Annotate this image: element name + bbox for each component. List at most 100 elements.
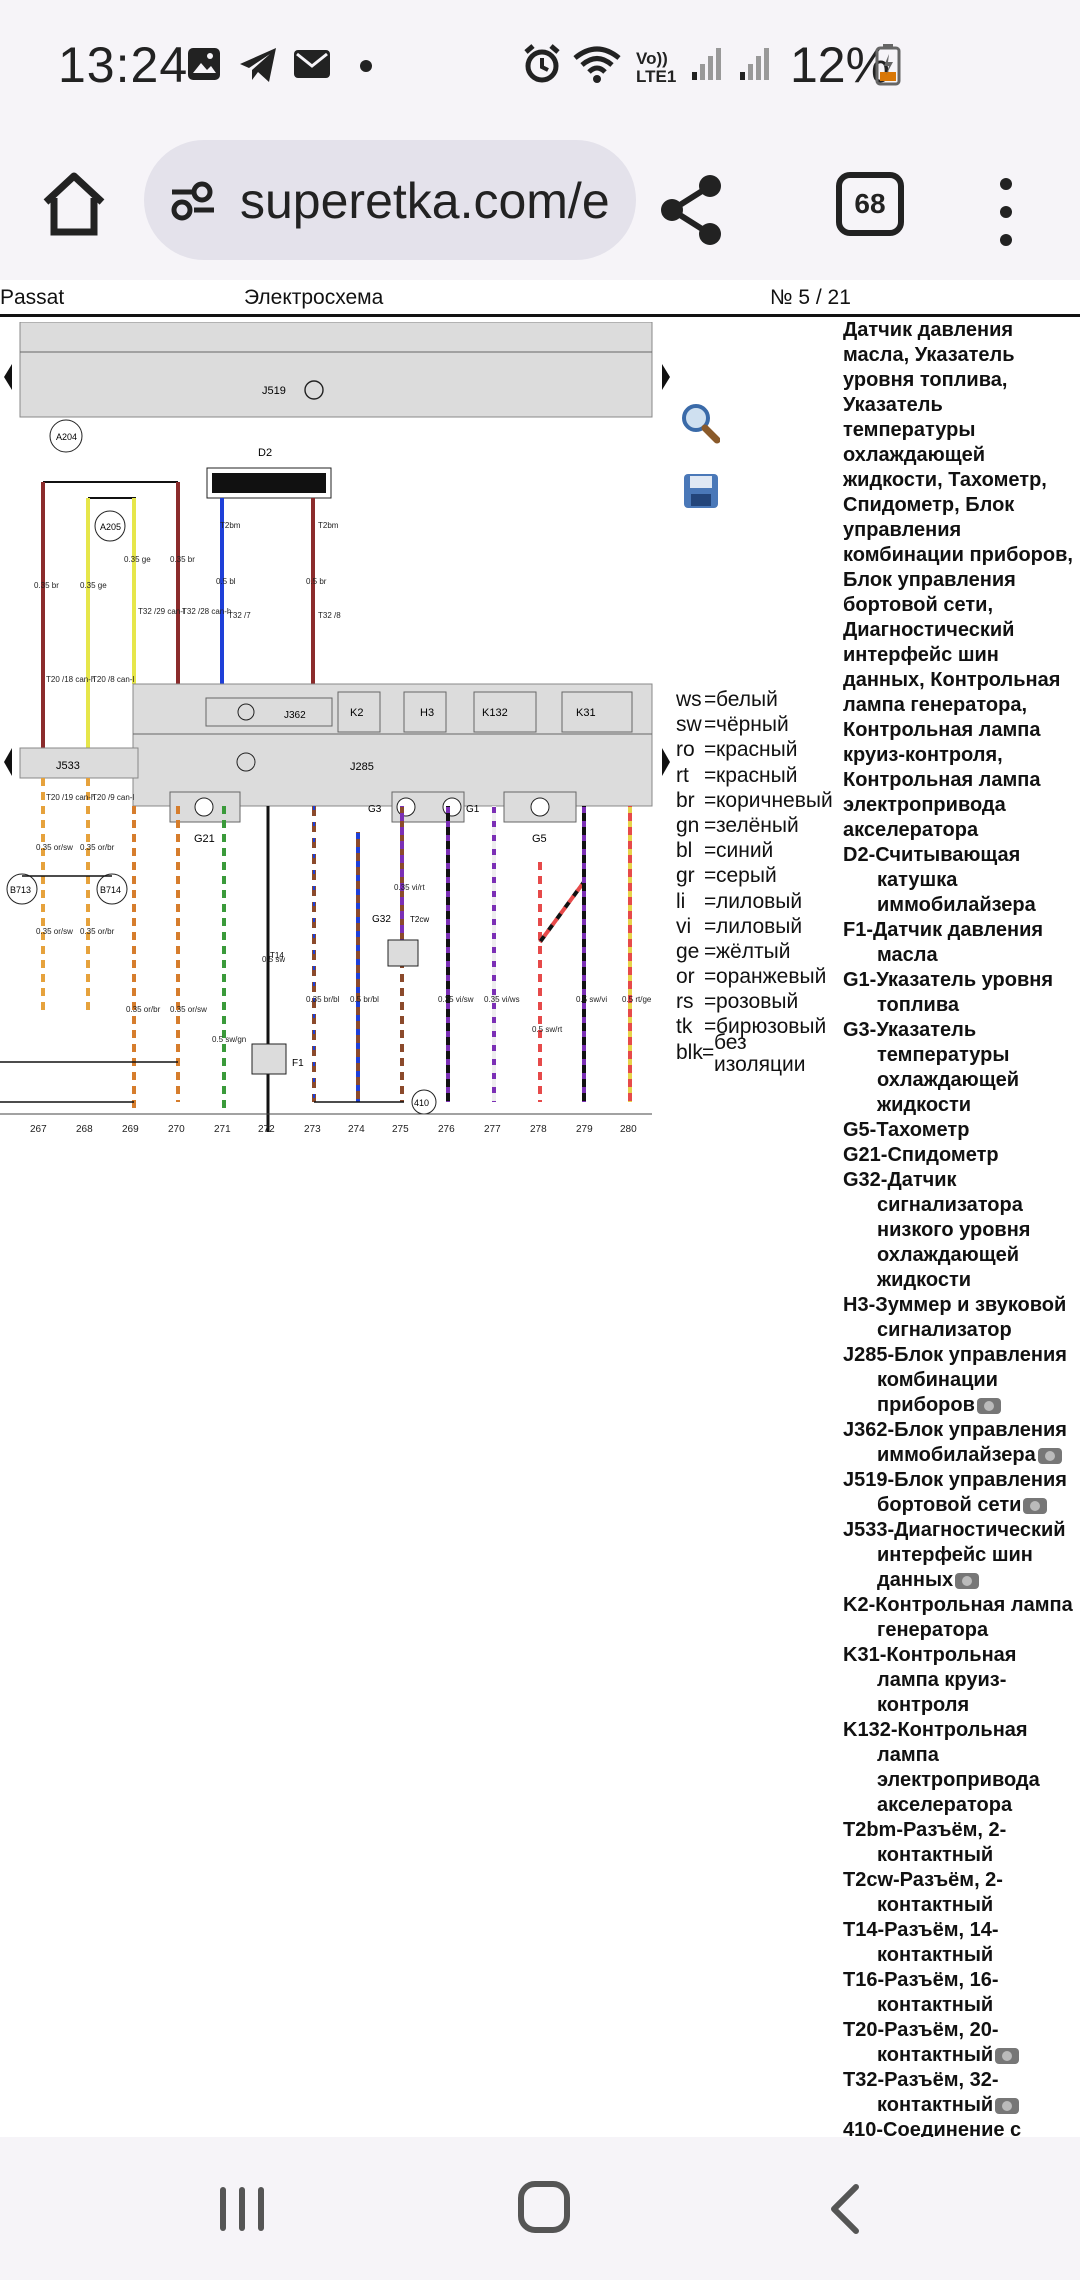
component-text: J285-Блок управления комбинации приборов — [843, 1344, 1067, 1416]
svg-text:0.35 ge: 0.35 ge — [124, 555, 151, 564]
svg-text:T20 /19 can-h: T20 /19 can-h — [46, 793, 95, 802]
component-text: D2-Считывающая катушка иммобилайзера — [843, 844, 1036, 916]
network-label: Vo)) LTE1 — [636, 49, 677, 86]
legend-code: sw — [676, 713, 702, 737]
component-item: T16-Разъём, 16-контактный — [843, 1968, 1080, 2018]
url-text: superetka.com/e — [240, 173, 610, 229]
zoom-icon[interactable] — [680, 402, 720, 444]
component-text: F1-Датчик давления масла — [843, 919, 1044, 966]
save-icon[interactable] — [682, 472, 720, 510]
column-number: 270 — [168, 1124, 185, 1135]
legend-name: лиловый — [716, 914, 803, 938]
svg-text:T20 /8 can-l: T20 /8 can-l — [92, 675, 134, 684]
legend-equals: = — [704, 990, 717, 1014]
site-settings-icon[interactable] — [168, 180, 218, 222]
svg-text:T32 /28 can-h: T32 /28 can-h — [182, 607, 231, 616]
svg-text:A204: A204 — [56, 432, 77, 442]
component-text: T2cw-Разъём, 2-контактный — [843, 1869, 1003, 1916]
svg-text:0.5 rt/ge: 0.5 rt/ge — [622, 995, 652, 1004]
j519-block — [19, 322, 653, 418]
column-number: 279 — [576, 1124, 593, 1135]
component-text: G21-Спидометр — [843, 1144, 999, 1166]
component-list: Датчик давления масла, Указатель уровня … — [843, 318, 1080, 2137]
camera-icon[interactable] — [955, 1572, 980, 1589]
svg-text:0.35 or/sw: 0.35 or/sw — [36, 927, 73, 936]
component-text: T2bm-Разъём, 2-контактный — [843, 1819, 1007, 1866]
gallery-icon — [188, 48, 220, 80]
column-number: 271 — [214, 1124, 231, 1135]
legend-equals: = — [704, 864, 717, 888]
svg-text:0.35 or/br: 0.35 or/br — [80, 843, 115, 852]
component-item: G3-Указатель температуры охлаждающей жид… — [843, 1018, 1080, 1118]
system-nav-bar — [0, 2137, 1080, 2280]
component-item: 410-Соединение с массой 1 (масса — [843, 2118, 1080, 2137]
legend-name: зелёный — [716, 813, 799, 837]
svg-text:K132: K132 — [482, 707, 508, 719]
legend-name: красный — [716, 738, 798, 762]
svg-text:T2bm: T2bm — [318, 521, 339, 530]
component-text: J362-Блок управления иммобилайзера — [843, 1419, 1067, 1466]
legend-name: оранжевый — [716, 965, 827, 989]
svg-text:T2bm: T2bm — [220, 521, 241, 530]
home-icon[interactable] — [38, 168, 110, 240]
component-item: T2bm-Разъём, 2-контактный — [843, 1818, 1080, 1868]
legend-name: жёлтый — [716, 939, 791, 963]
next-page-arrow-icon[interactable] — [662, 364, 670, 390]
legend-equals: = — [704, 965, 717, 989]
component-item: D2-Считывающая катушка иммобилайзера — [843, 843, 1080, 918]
prev-page-arrow-icon[interactable] — [4, 364, 12, 390]
legend-equals: = — [704, 713, 717, 737]
component-text: G32-Датчик сигнализатора низкого уровня … — [843, 1169, 1031, 1291]
legend-name: чёрный — [716, 713, 789, 737]
tabs-icon[interactable]: 68 — [836, 172, 904, 236]
svg-text:J533: J533 — [56, 760, 80, 772]
component-item: K132-Контрольная лампа электропривода ак… — [843, 1718, 1080, 1818]
component-text: K31-Контрольная лампа круиз-контроля — [843, 1644, 1017, 1716]
legend-name: белый — [716, 688, 778, 711]
alarm-icon — [524, 44, 560, 83]
svg-text:D2: D2 — [258, 447, 272, 459]
legend-name: серый — [716, 864, 777, 888]
home-nav-icon[interactable] — [514, 2177, 574, 2237]
column-number: 272 — [258, 1124, 275, 1135]
column-number: 268 — [76, 1124, 93, 1135]
svg-text:B714: B714 — [100, 885, 121, 895]
svg-text:T2cw: T2cw — [410, 915, 429, 924]
legend-code: or — [676, 965, 695, 989]
svg-text:0.35 br/bl: 0.35 br/bl — [306, 995, 340, 1004]
component-item: K31-Контрольная лампа круиз-контроля — [843, 1643, 1080, 1718]
recent-apps-icon[interactable] — [214, 2181, 270, 2237]
legend-code: bl — [676, 839, 693, 863]
column-number: 269 — [122, 1124, 139, 1135]
column-number: 276 — [438, 1124, 455, 1135]
component-text: T16-Разъём, 16-контактный — [843, 1969, 999, 2016]
component-item: G1-Указатель уровня топлива — [843, 968, 1080, 1018]
camera-icon[interactable] — [1037, 1447, 1062, 1464]
component-text: K2-Контрольная лампа генератора — [843, 1594, 1073, 1641]
camera-icon[interactable] — [995, 2097, 1020, 2114]
legend-equals: = — [704, 788, 717, 812]
more-menu-icon[interactable] — [986, 172, 1026, 252]
component-text: J519-Блок управления бортовой сети — [843, 1469, 1067, 1516]
legend-code: rt — [676, 763, 689, 787]
url-bar[interactable]: superetka.com/e — [144, 140, 636, 260]
svg-text:0.35 or/sw: 0.35 or/sw — [170, 1005, 207, 1014]
component-item: T20-Разъём, 20-контактный — [843, 2018, 1080, 2068]
svg-text:0.35 vi/ws: 0.35 vi/ws — [484, 995, 520, 1004]
legend-equals: = — [704, 889, 717, 913]
web-content: Passat Электросхема № 5 / 21 J519 A204 A… — [0, 282, 1080, 2137]
camera-icon[interactable] — [995, 2047, 1020, 2064]
component-text: T20-Разъём, 20-контактный — [843, 2019, 999, 2066]
svg-text:0.35 ge: 0.35 ge — [80, 581, 107, 590]
svg-text:G3: G3 — [368, 804, 382, 815]
camera-icon[interactable] — [1023, 1497, 1048, 1514]
legend-name: лиловый — [716, 889, 803, 913]
svg-text:0.35 or/sw: 0.35 or/sw — [36, 843, 73, 852]
share-icon[interactable] — [652, 170, 732, 250]
svg-text:0.35 vi/rt: 0.35 vi/rt — [394, 883, 425, 892]
svg-text:H3: H3 — [420, 707, 434, 719]
svg-text:K2: K2 — [350, 707, 363, 719]
legend-code: ro — [676, 738, 695, 762]
camera-icon[interactable] — [976, 1397, 1001, 1414]
back-icon[interactable] — [820, 2181, 870, 2237]
